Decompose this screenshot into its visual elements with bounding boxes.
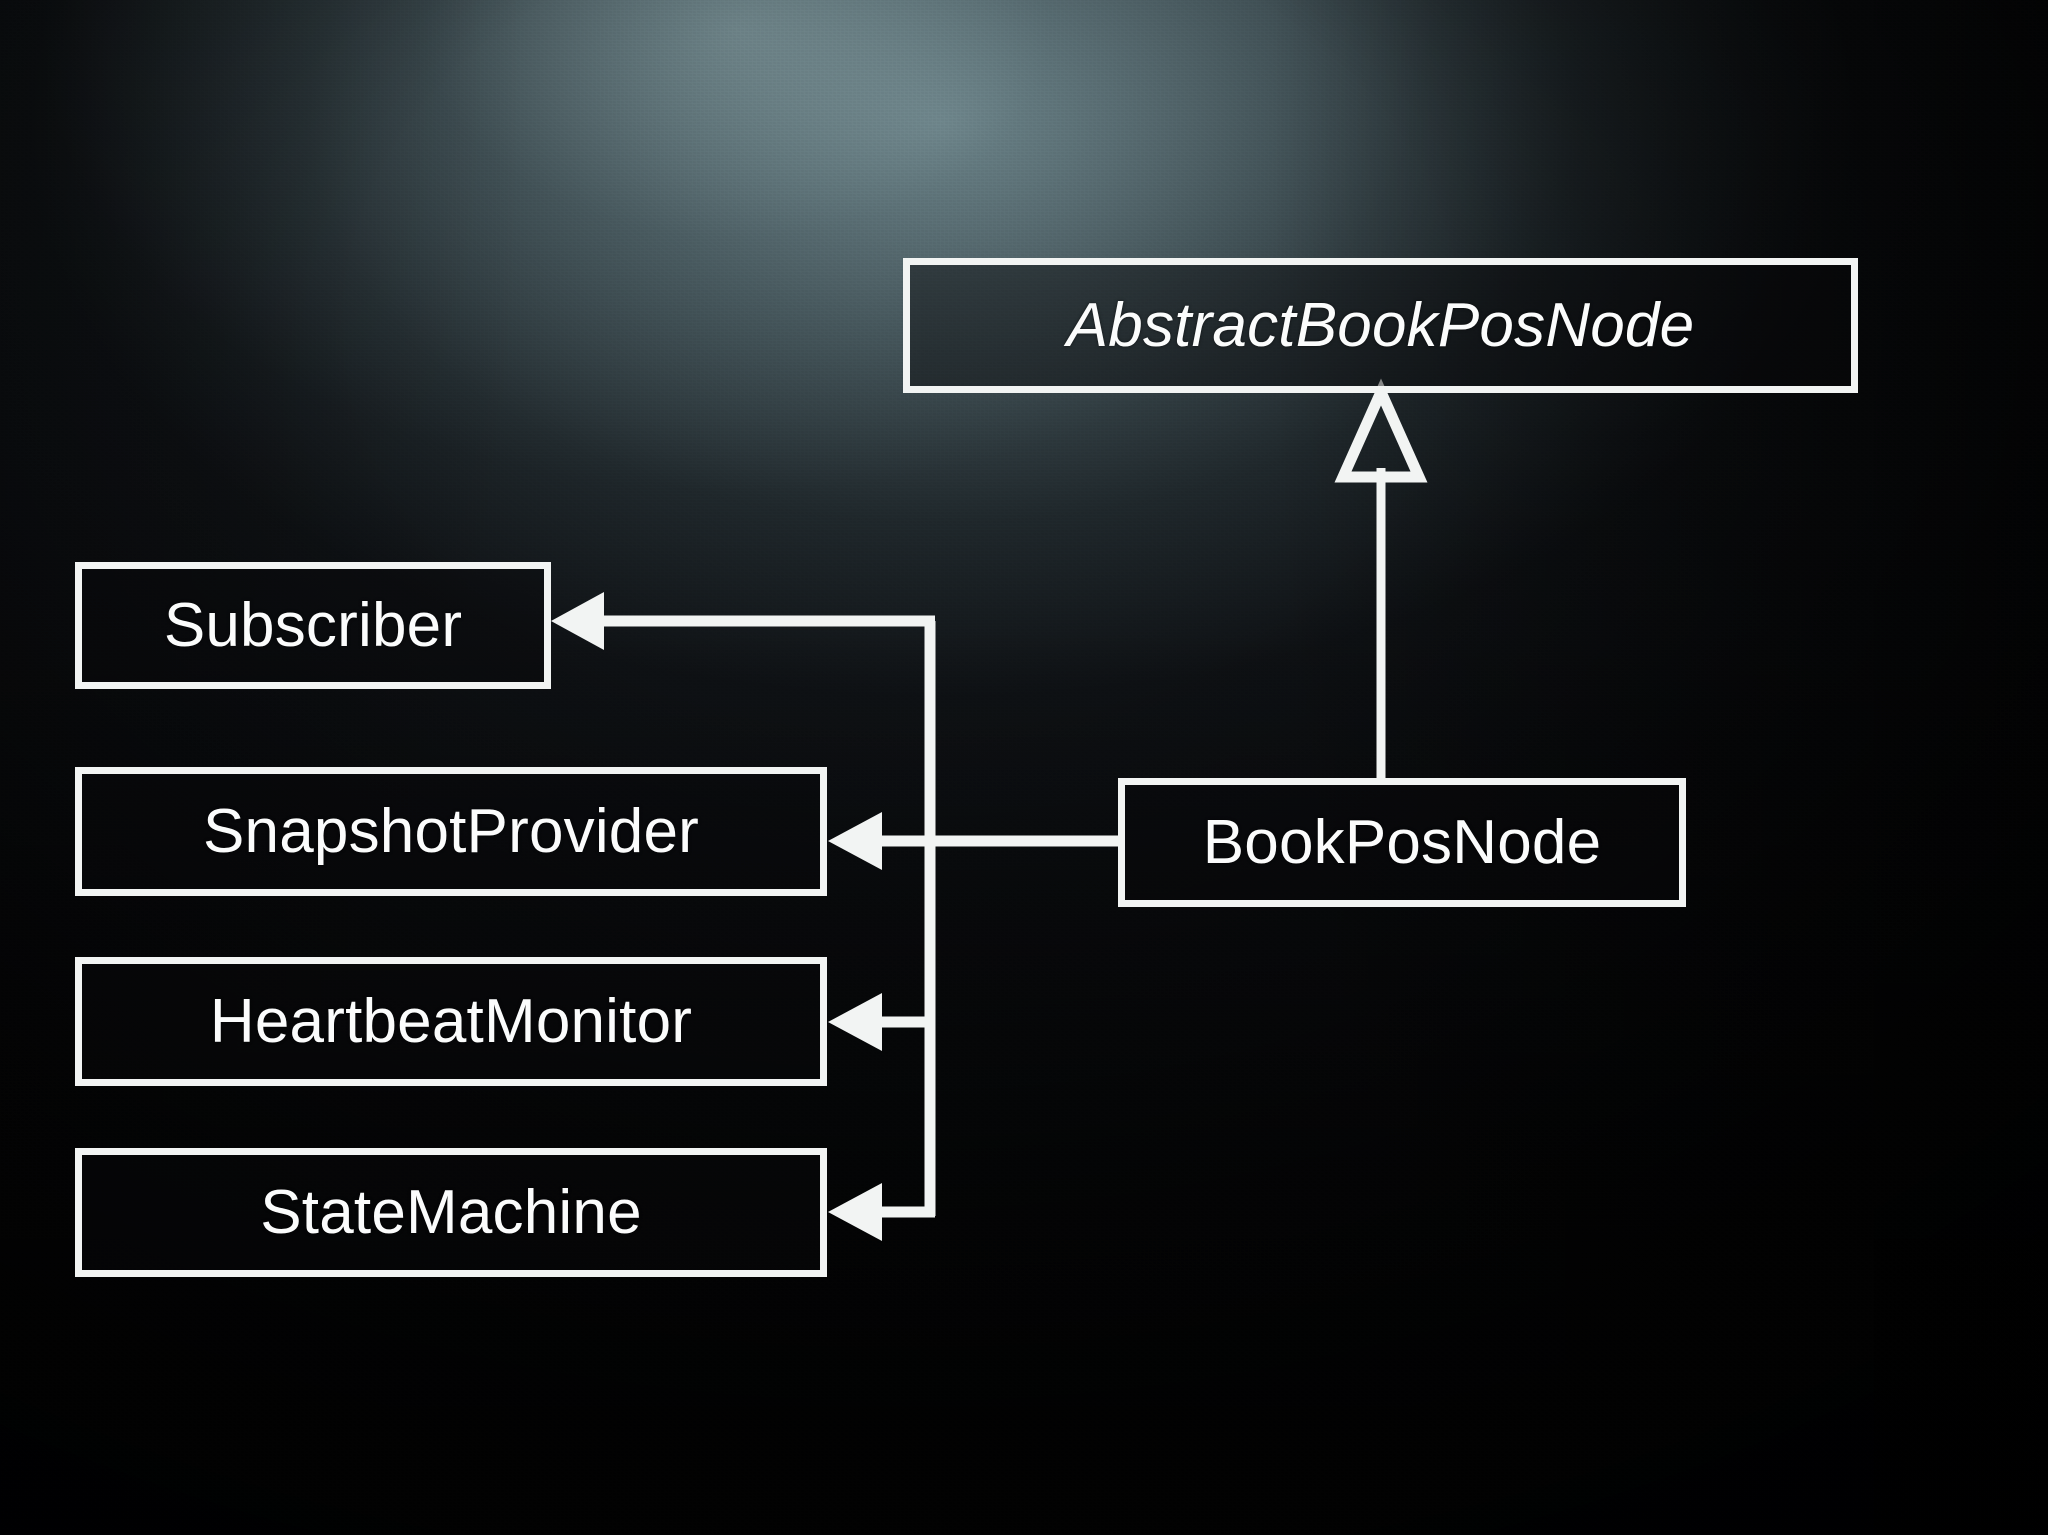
class-node-label: StateMachine — [260, 1177, 642, 1247]
class-node-label: BookPosNode — [1202, 807, 1602, 877]
edge-realization-bookposnode-snapshotprovider — [828, 812, 1118, 870]
solid-triangle-arrowhead-icon — [828, 1183, 882, 1241]
edge-realization-bookposnode-heartbeatmonitor — [828, 993, 935, 1051]
class-node-abstract-book-pos-node[interactable]: AbstractBookPosNode — [903, 258, 1858, 393]
edge-realization-bookposnode-subscriber — [551, 592, 935, 650]
class-node-heartbeat-monitor[interactable]: HeartbeatMonitor — [75, 957, 827, 1086]
solid-triangle-arrowhead-icon — [828, 993, 882, 1051]
edge-realization-bookposnode-statemachine — [828, 1183, 935, 1241]
hollow-triangle-arrowhead-icon — [1334, 378, 1428, 483]
class-node-book-pos-node[interactable]: BookPosNode — [1118, 778, 1686, 907]
class-node-state-machine[interactable]: StateMachine — [75, 1148, 827, 1277]
class-node-snapshot-provider[interactable]: SnapshotProvider — [75, 767, 827, 896]
solid-triangle-arrowhead-icon — [828, 812, 882, 870]
solid-triangle-arrowhead-icon — [551, 592, 604, 650]
class-node-label: SnapshotProvider — [202, 796, 700, 866]
class-node-label: Subscriber — [163, 590, 463, 660]
class-node-label: HeartbeatMonitor — [209, 986, 693, 1056]
class-node-subscriber[interactable]: Subscriber — [75, 562, 551, 689]
class-node-label: AbstractBookPosNode — [1066, 290, 1695, 360]
edge-generalization-bookposnode-abstractbookposnode — [1334, 378, 1428, 778]
